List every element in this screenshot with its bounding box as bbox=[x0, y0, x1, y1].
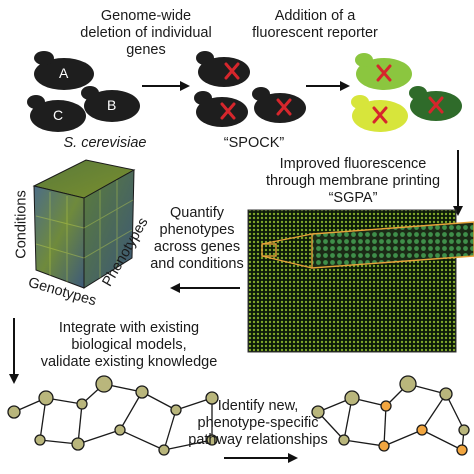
fluorescent-x-marks bbox=[372, 64, 444, 124]
spock-label: “SPOCK” bbox=[223, 135, 285, 151]
organism-label: S. cerevisiae bbox=[63, 135, 147, 151]
phenotype-cube bbox=[32, 159, 136, 289]
sgpa-plate bbox=[247, 209, 474, 353]
network-new bbox=[311, 375, 470, 456]
yeast-label-c: C bbox=[53, 107, 64, 123]
yeast-cell-a bbox=[34, 51, 94, 90]
network-existing bbox=[7, 375, 219, 456]
yeast-label-a: A bbox=[59, 65, 69, 81]
yeast-label-b: B bbox=[107, 97, 117, 113]
deleted-yeast-group bbox=[194, 51, 306, 127]
deletion-x-marks bbox=[220, 62, 292, 120]
yeast-cell-b bbox=[81, 86, 140, 122]
cube-axis-conditions: Conditions bbox=[13, 190, 30, 259]
yeast-cell-c bbox=[27, 95, 86, 132]
fluorescent-yeast-group bbox=[351, 53, 462, 132]
